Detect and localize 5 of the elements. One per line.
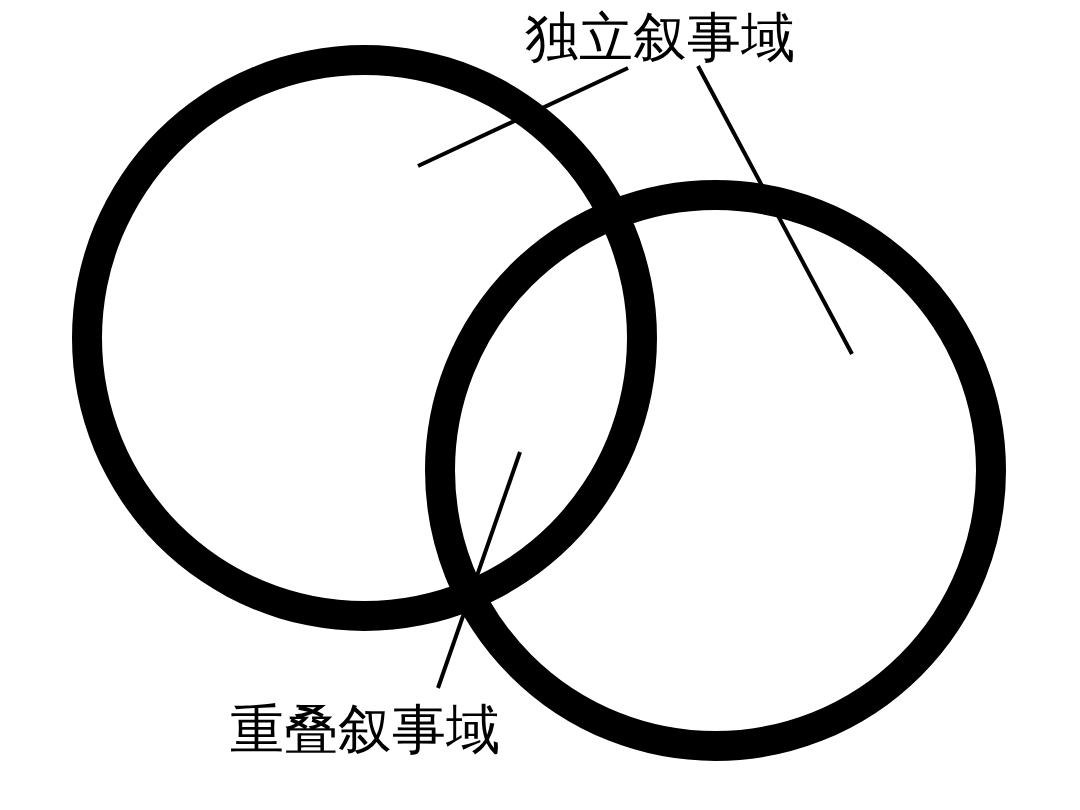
leader-line	[417, 66, 629, 168]
region-label: 重叠叙事域	[230, 700, 500, 760]
region-label: 独立叙事域	[525, 8, 795, 68]
leader-line	[696, 65, 854, 355]
leader-line	[436, 451, 522, 689]
